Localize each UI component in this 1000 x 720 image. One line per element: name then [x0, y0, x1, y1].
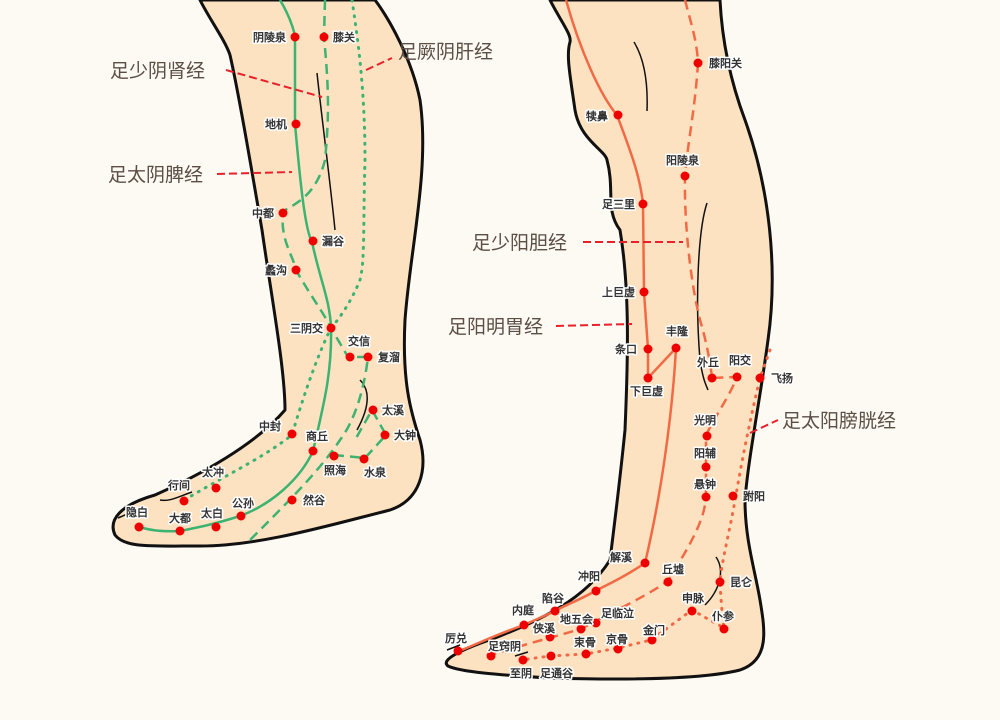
meridian-label-gallbladder: 足少阳胆经 [472, 232, 567, 254]
label-pucan: 仆参 [712, 609, 735, 623]
label-yangjiao: 阳交 [729, 353, 751, 367]
gallbladder-meridian-line [489, 0, 739, 657]
label-zutonggu: 足通谷 [540, 666, 574, 680]
label-xuanzhong: 悬钟 [693, 477, 716, 491]
label-guangming: 光明 [693, 413, 716, 427]
label-dubi: 犊鼻 [586, 109, 608, 123]
label-shugu: 束骨 [574, 635, 596, 649]
right-leg: 膝阳关 犊鼻 阳陵泉 足三里 上巨虚 丰隆 条口 下巨虚 外丘 阳交 飞扬 光明… [444, 0, 896, 682]
label-xiaxi: 侠溪 [533, 621, 556, 635]
liver-leader [365, 57, 393, 71]
spleen-leader [216, 171, 293, 175]
label-waiqiu: 外丘 [696, 355, 719, 369]
label-feiyang: 飞扬 [771, 371, 793, 385]
meridian-label-kidney: 足少阴肾经 [110, 60, 205, 82]
label-kunlun: 昆仑 [730, 575, 753, 589]
left-acupoints [134, 32, 390, 536]
label-rangu: 然谷 [303, 493, 326, 507]
label-yinbai: 隐白 [126, 505, 148, 519]
label-xiajuxu: 下巨虚 [630, 384, 663, 398]
label-lidui: 厉兑 [445, 631, 467, 645]
label-shenmai: 申脉 [682, 591, 705, 605]
label-jinggu: 京骨 [606, 632, 628, 646]
label-zuqiaoyin: 足窍阴 [488, 639, 521, 653]
knee-crease-right [633, 41, 648, 112]
stomach-leader [555, 323, 633, 327]
meridian-label-stomach: 足阳明胃经 [448, 316, 543, 338]
label-jinmen: 金门 [642, 623, 665, 637]
label-diji: 地机 [265, 117, 287, 131]
label-shangjuxu: 上巨虚 [602, 285, 635, 299]
label-diwuhui: 地五会 [560, 612, 594, 626]
label-fenglong: 丰隆 [666, 324, 689, 338]
bladder-leader [749, 419, 779, 434]
label-yangfu: 阳辅 [694, 446, 716, 460]
label-xiangu: 陷谷 [542, 591, 565, 605]
meridian-label-liver: 足厥阴肝经 [398, 41, 493, 63]
label-ligou: 蠡沟 [265, 263, 287, 277]
kidney-leader [225, 69, 323, 98]
label-neiting: 内庭 [512, 603, 534, 617]
label-shuiquan: 水泉 [364, 465, 387, 479]
bladder-meridian-line [519, 348, 772, 662]
label-xiguan: 膝关 [333, 30, 355, 44]
right-acupoints [453, 58, 765, 665]
label-zhiyin: 至阴 [510, 666, 532, 680]
label-yanglingquan: 阳陵泉 [666, 153, 700, 167]
label-xingjian: 行间 [167, 478, 190, 492]
label-dazhong: 大钟 [394, 428, 416, 442]
label-lougu: 漏谷 [322, 234, 345, 248]
label-xiyangguan: 膝阳关 [709, 56, 742, 70]
left-leg-skin [111, 0, 425, 548]
left-leg: 阴陵泉 膝关 地机 中都 漏谷 蠡沟 三阴交 交信 复溜 太溪 大钟 中封 商丘… [108, 0, 493, 548]
label-fuliu: 复溜 [377, 350, 400, 364]
label-gongsun: 公孙 [232, 496, 254, 510]
label-taixi: 太溪 [381, 403, 405, 417]
label-zhongfeng: 中封 [259, 419, 281, 433]
kidney-meridian-line [249, 0, 388, 541]
label-sanyinjiao: 三阴交 [290, 321, 323, 335]
label-zhongdu: 中都 [252, 206, 274, 220]
label-jiaoxin: 交信 [348, 334, 370, 348]
label-qiuxu: 丘墟 [662, 562, 684, 576]
label-chongyang: 冲阳 [578, 569, 600, 583]
meridian-label-bladder: 足太阳膀胱经 [782, 410, 896, 432]
liver-meridian-line [181, 0, 367, 503]
shin-crease [696, 202, 709, 391]
label-zhaohai: 照海 [324, 463, 346, 477]
label-yinlingquan: 阴陵泉 [253, 30, 287, 44]
label-shangqiu: 商丘 [306, 429, 328, 443]
label-zusanli: 足三里 [602, 198, 635, 211]
right-leg-skin [444, 0, 774, 681]
label-taibai: 太白 [200, 506, 223, 520]
label-dadu: 大都 [169, 511, 191, 525]
label-jiexi: 解溪 [610, 550, 633, 564]
toe-lines [117, 491, 193, 519]
label-fuyang: 跗阳 [743, 489, 765, 503]
label-zulinqi: 足临泣 [601, 606, 634, 620]
meridian-label-spleen: 足太阴脾经 [108, 164, 203, 186]
spleen-meridian-line [138, 0, 333, 533]
label-taichong: 太冲 [201, 465, 224, 479]
label-tiaokou: 条口 [614, 342, 637, 356]
